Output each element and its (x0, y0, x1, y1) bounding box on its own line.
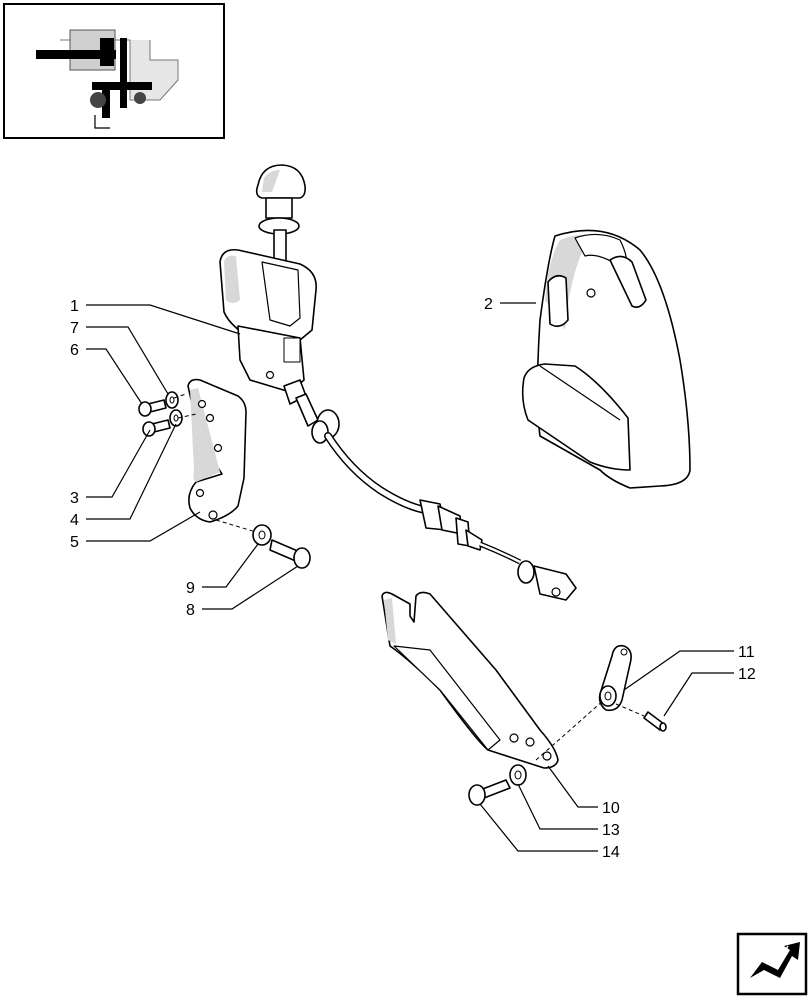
bracket-washer (252, 524, 272, 546)
lever-cover (521, 229, 691, 489)
tractor-location-thumbnail-icon (3, 3, 225, 139)
callout-13: 13 (602, 822, 620, 839)
callout-12: 12 (738, 666, 756, 683)
pin (643, 711, 667, 732)
callout-4: 4 (70, 512, 79, 529)
leader-lines (86, 302, 734, 852)
callout-3: 3 (70, 490, 79, 507)
upper-bolt (138, 399, 167, 417)
upper-washer (165, 391, 179, 409)
callout-9: 9 (186, 580, 195, 597)
mounting-bracket (187, 378, 247, 523)
callout-5: 5 (70, 534, 79, 551)
callout-8: 8 (186, 602, 195, 619)
bracket-bolt (269, 539, 311, 569)
callout-10: 10 (602, 800, 620, 817)
lower-bolt (142, 419, 171, 437)
callout-7: 7 (70, 320, 79, 337)
plate-washer (509, 764, 527, 786)
callout-14: 14 (602, 844, 620, 861)
support-plate (381, 591, 559, 769)
gear-lever-assembly (219, 164, 577, 601)
lower-washer (169, 409, 183, 427)
lever-arm (598, 644, 632, 712)
callout-11: 11 (738, 644, 755, 661)
callout-2: 2 (484, 296, 493, 313)
plate-bolt (468, 779, 511, 806)
next-page-arrow-icon[interactable] (736, 932, 808, 996)
callout-6: 6 (70, 342, 79, 359)
callout-1: 1 (70, 298, 79, 315)
